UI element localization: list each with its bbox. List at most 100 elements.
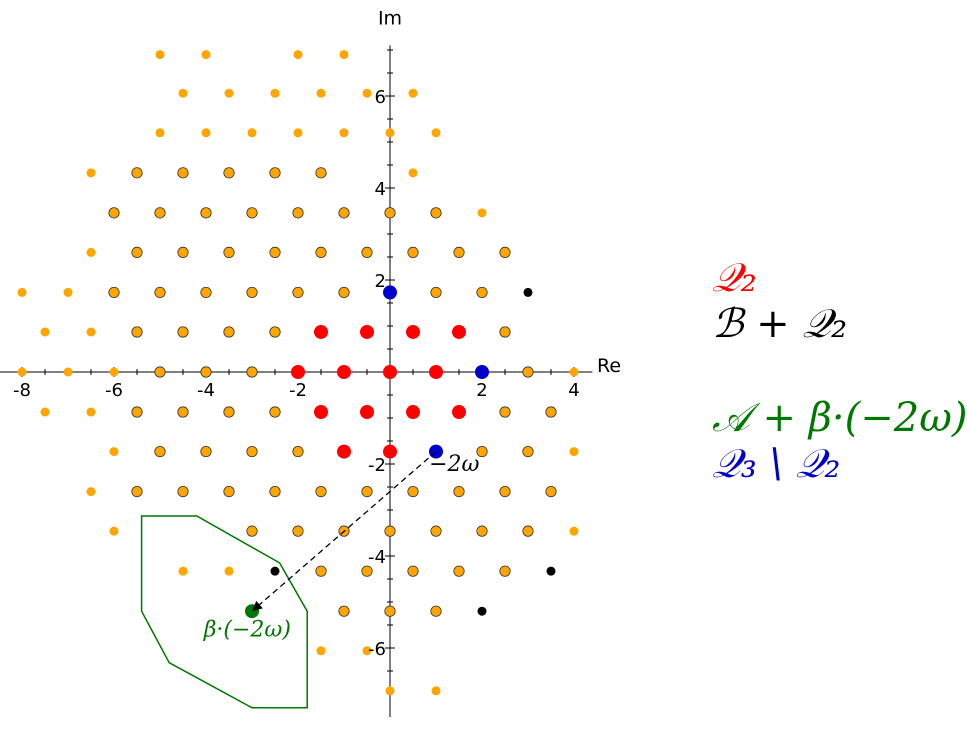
point-orange-outlined bbox=[338, 207, 350, 219]
point-black bbox=[546, 566, 556, 576]
point-orange-outlined bbox=[246, 445, 258, 458]
point-blue bbox=[475, 365, 489, 379]
point-orange-outlined bbox=[499, 246, 511, 258]
point-orange-outlined bbox=[223, 485, 235, 498]
point-orange-outlined bbox=[407, 246, 419, 258]
point-orange-outlined bbox=[522, 525, 534, 537]
point-orange-plain bbox=[362, 646, 372, 656]
y-tick-label: 4 bbox=[375, 179, 386, 200]
point-orange-outlined bbox=[338, 286, 350, 299]
point-orange-outlined bbox=[154, 286, 166, 299]
point-orange-plain bbox=[201, 128, 211, 138]
point-orange-outlined bbox=[476, 445, 488, 458]
point-orange-outlined bbox=[154, 207, 166, 219]
point-orange-outlined bbox=[522, 445, 534, 458]
point-orange-outlined bbox=[154, 445, 166, 458]
point-orange-plain bbox=[86, 327, 96, 337]
point-orange-plain bbox=[86, 168, 96, 178]
point-orange-plain bbox=[155, 128, 165, 138]
point-orange-outlined bbox=[108, 286, 120, 299]
point-orange-plain bbox=[339, 128, 349, 138]
point-orange-plain bbox=[63, 287, 73, 297]
point-red bbox=[314, 405, 328, 420]
point-orange-outlined bbox=[177, 326, 189, 338]
point-red bbox=[452, 405, 466, 420]
point-red bbox=[314, 324, 328, 339]
point-red bbox=[360, 405, 374, 420]
point-orange-outlined bbox=[177, 406, 189, 418]
point-orange-outlined bbox=[154, 366, 166, 378]
point-orange-plain bbox=[569, 367, 579, 377]
point-orange-plain bbox=[86, 487, 96, 497]
point-orange-outlined bbox=[430, 207, 442, 219]
y-tick-label: -2 bbox=[368, 455, 386, 476]
point-orange-outlined bbox=[384, 605, 396, 617]
point-orange-outlined bbox=[292, 207, 304, 219]
shift-arrow-head bbox=[252, 600, 263, 612]
point-orange-outlined bbox=[131, 326, 143, 338]
point-orange-plain bbox=[201, 50, 211, 60]
point-orange-outlined bbox=[407, 485, 419, 498]
point-orange-outlined bbox=[223, 406, 235, 418]
point-orange-plain bbox=[109, 367, 119, 377]
point-orange-plain bbox=[408, 88, 418, 98]
point-orange-plain bbox=[385, 686, 395, 696]
point-orange-outlined bbox=[177, 246, 189, 258]
point-orange-outlined bbox=[361, 246, 373, 258]
y-tick-label: -6 bbox=[368, 639, 386, 660]
point-red bbox=[337, 444, 351, 459]
point-orange-outlined bbox=[384, 525, 396, 537]
point-orange-outlined bbox=[223, 246, 235, 258]
point-orange-plain bbox=[86, 247, 96, 257]
x-tick-label: 2 bbox=[476, 380, 487, 401]
point-orange-plain bbox=[63, 367, 73, 377]
point-orange-outlined bbox=[315, 485, 327, 498]
point-orange-outlined bbox=[407, 565, 419, 577]
point-orange-outlined bbox=[453, 485, 465, 498]
point-orange-plain bbox=[569, 447, 579, 457]
point-orange-outlined bbox=[223, 326, 235, 338]
beta-shift-label: β·(−2ω) bbox=[203, 618, 291, 643]
point-red bbox=[406, 324, 420, 339]
point-orange-plain bbox=[569, 526, 579, 536]
point-orange-outlined bbox=[361, 565, 373, 577]
point-orange-outlined bbox=[200, 207, 212, 219]
point-orange-outlined bbox=[499, 565, 511, 577]
point-orange-plain bbox=[155, 50, 165, 60]
point-orange-plain bbox=[109, 447, 119, 457]
point-orange-outlined bbox=[269, 246, 281, 258]
point-orange-outlined bbox=[108, 207, 120, 219]
region-polygon bbox=[140, 515, 308, 709]
point-orange-outlined bbox=[200, 366, 212, 378]
point-orange-outlined bbox=[223, 167, 235, 179]
point-orange-outlined bbox=[131, 406, 143, 418]
region-polygon-layer bbox=[140, 515, 308, 709]
point-orange-plain bbox=[408, 168, 418, 178]
point-orange-plain bbox=[224, 88, 234, 98]
point-orange-outlined bbox=[292, 525, 304, 537]
point-orange-plain bbox=[293, 50, 303, 60]
point-orange-plain bbox=[339, 50, 349, 60]
point-orange-outlined bbox=[246, 286, 258, 299]
point-orange-plain bbox=[247, 128, 257, 138]
point-orange-outlined bbox=[292, 445, 304, 458]
point-orange-outlined bbox=[246, 366, 258, 378]
point-orange-plain bbox=[17, 367, 27, 377]
legend-b-plus-q2: ℬ + 𝒬₂ bbox=[712, 301, 848, 347]
point-black bbox=[477, 606, 487, 616]
point-red bbox=[383, 444, 397, 459]
point-orange-plain bbox=[362, 88, 372, 98]
legend-q3-minus-q2: 𝒬₃ \ 𝒬₂ bbox=[712, 441, 841, 487]
point-orange-plain bbox=[477, 208, 487, 218]
point-orange-plain bbox=[431, 128, 441, 138]
x-tick-label: -6 bbox=[105, 380, 123, 401]
point-red bbox=[291, 365, 305, 379]
point-orange-outlined bbox=[177, 485, 189, 498]
point-orange-outlined bbox=[545, 406, 557, 418]
point-red bbox=[360, 324, 374, 339]
point-red bbox=[452, 324, 466, 339]
point-orange-outlined bbox=[292, 286, 304, 299]
point-orange-outlined bbox=[131, 167, 143, 179]
point-orange-plain bbox=[293, 128, 303, 138]
